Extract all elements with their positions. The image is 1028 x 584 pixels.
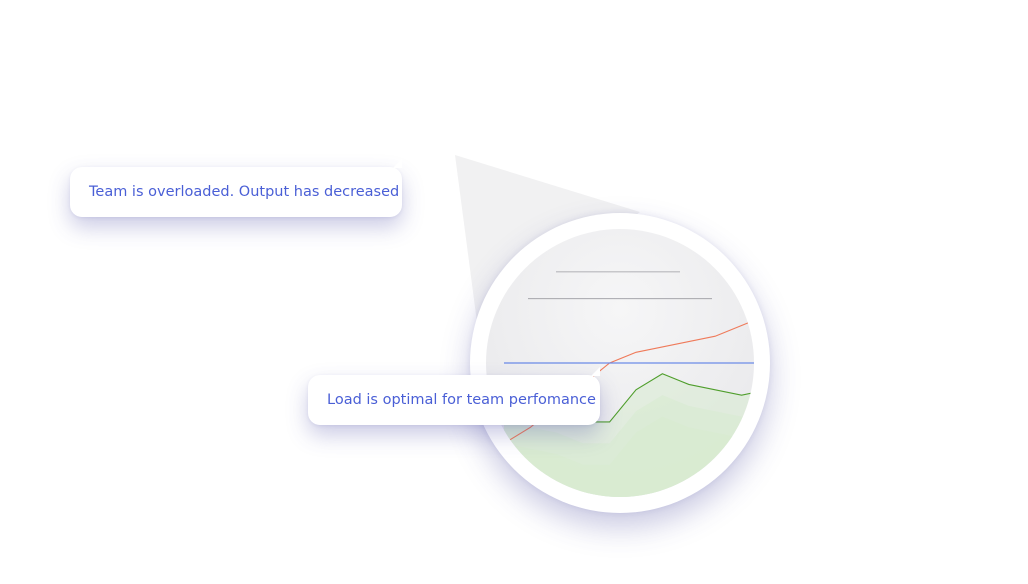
callout-overloaded-text: Team is overloaded. Output has decreased [89, 184, 400, 200]
callout-overloaded: Team is overloaded. Output has decreased [70, 159, 402, 217]
magnifier-lens [470, 213, 770, 513]
chart-grid [528, 271, 712, 300]
chart-zoom-view [486, 229, 754, 497]
output-area-band [504, 416, 754, 497]
callout-tail [591, 367, 600, 376]
callout-optimal: Load is optimal for team perfomance [308, 367, 600, 425]
callout-tail [393, 159, 402, 168]
callout-optimal-text: Load is optimal for team perfomance [327, 392, 596, 408]
line-chart [503, 271, 754, 497]
output-area [504, 373, 754, 497]
